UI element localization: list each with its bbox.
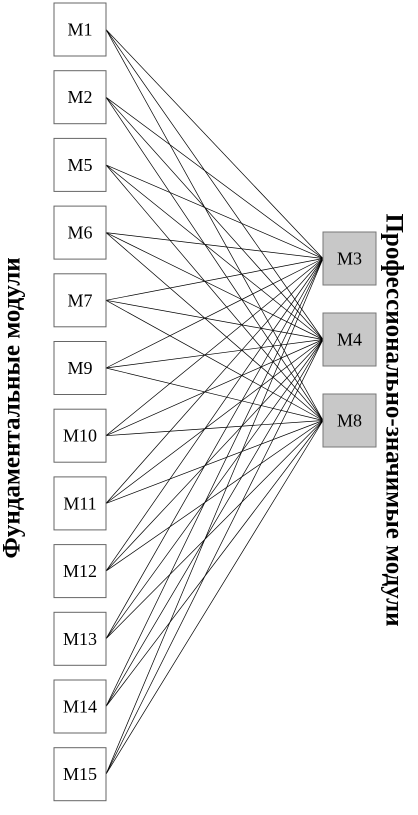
module-label: M6 (67, 223, 92, 243)
connection-line (105, 420, 324, 775)
fundamental-module-m6: M6 (53, 205, 107, 260)
connection-line (105, 232, 324, 259)
module-label: M3 (337, 249, 362, 269)
fundamental-module-m13: M13 (53, 611, 107, 666)
module-box (53, 476, 107, 531)
fundamental-module-m10: M10 (53, 408, 107, 463)
module-box (53, 70, 107, 125)
fundamental-modules-label: Фундаментальные модули (0, 257, 26, 559)
connection-lines (105, 29, 324, 775)
connection-line (105, 258, 324, 301)
fundamental-module-m15: M15 (53, 747, 107, 802)
module-label: M2 (67, 87, 92, 107)
connection-line (105, 258, 324, 504)
connection-line (105, 420, 324, 504)
connection-line (105, 420, 324, 707)
connection-line (105, 29, 324, 259)
module-box (53, 205, 107, 260)
module-box (53, 2, 107, 57)
connection-line (105, 258, 324, 775)
module-box (53, 408, 107, 463)
connection-line (105, 96, 324, 259)
fundamental-module-m1: M1 (53, 2, 107, 57)
module-box (53, 611, 107, 666)
fundamental-module-m9: M9 (53, 341, 107, 395)
fundamental-module-m11: M11 (53, 476, 107, 531)
module-label: M15 (63, 764, 97, 784)
connection-line (105, 420, 324, 572)
connection-line (105, 339, 324, 707)
professional-modules-label: Профессионально-значимые модули (380, 213, 408, 627)
module-box (322, 312, 377, 367)
module-box (53, 341, 107, 395)
connection-line (105, 97, 324, 421)
connection-line (105, 339, 324, 572)
module-box (53, 137, 107, 192)
module-box (53, 679, 107, 734)
connection-line (105, 299, 324, 340)
module-box (322, 231, 377, 286)
module-label: M11 (63, 493, 96, 513)
module-label: M13 (63, 629, 97, 649)
professional-module-m4: M4 (322, 312, 377, 367)
connection-line (105, 232, 324, 421)
connection-line (105, 339, 324, 437)
connection-line (105, 164, 324, 259)
connection-line (105, 339, 324, 504)
fundamental-module-m2: M2 (53, 70, 107, 125)
module-box (53, 544, 107, 599)
connection-line (105, 232, 324, 340)
module-label: M4 (337, 330, 362, 350)
module-label: M10 (63, 426, 97, 446)
connection-line (105, 299, 324, 421)
module-label: M9 (67, 358, 92, 378)
fundamental-module-m14: M14 (53, 679, 107, 734)
module-label: M5 (67, 155, 92, 175)
module-label: M12 (63, 561, 97, 581)
module-label: M14 (63, 697, 97, 717)
connection-line (105, 96, 324, 340)
connection-line (105, 258, 324, 572)
connection-line (105, 29, 324, 421)
connection-line (105, 258, 324, 436)
connection-line (105, 420, 324, 640)
professional-module-m3: M3 (322, 231, 377, 286)
module-label: M8 (337, 411, 362, 431)
connection-line (105, 258, 324, 707)
fundamental-module-m12: M12 (53, 544, 107, 599)
module-box (53, 747, 107, 802)
professional-module-m8: M8 (322, 393, 377, 448)
connection-line (105, 339, 324, 775)
connection-line (105, 339, 324, 640)
connection-line (105, 420, 324, 437)
module-label: M7 (67, 290, 92, 310)
connection-line (105, 258, 324, 369)
fundamental-module-m7: M7 (53, 273, 107, 328)
connection-line (105, 258, 324, 639)
module-box (53, 273, 107, 328)
module-box (322, 393, 377, 448)
module-label: M1 (67, 20, 92, 40)
fundamental-module-m5: M5 (53, 137, 107, 192)
